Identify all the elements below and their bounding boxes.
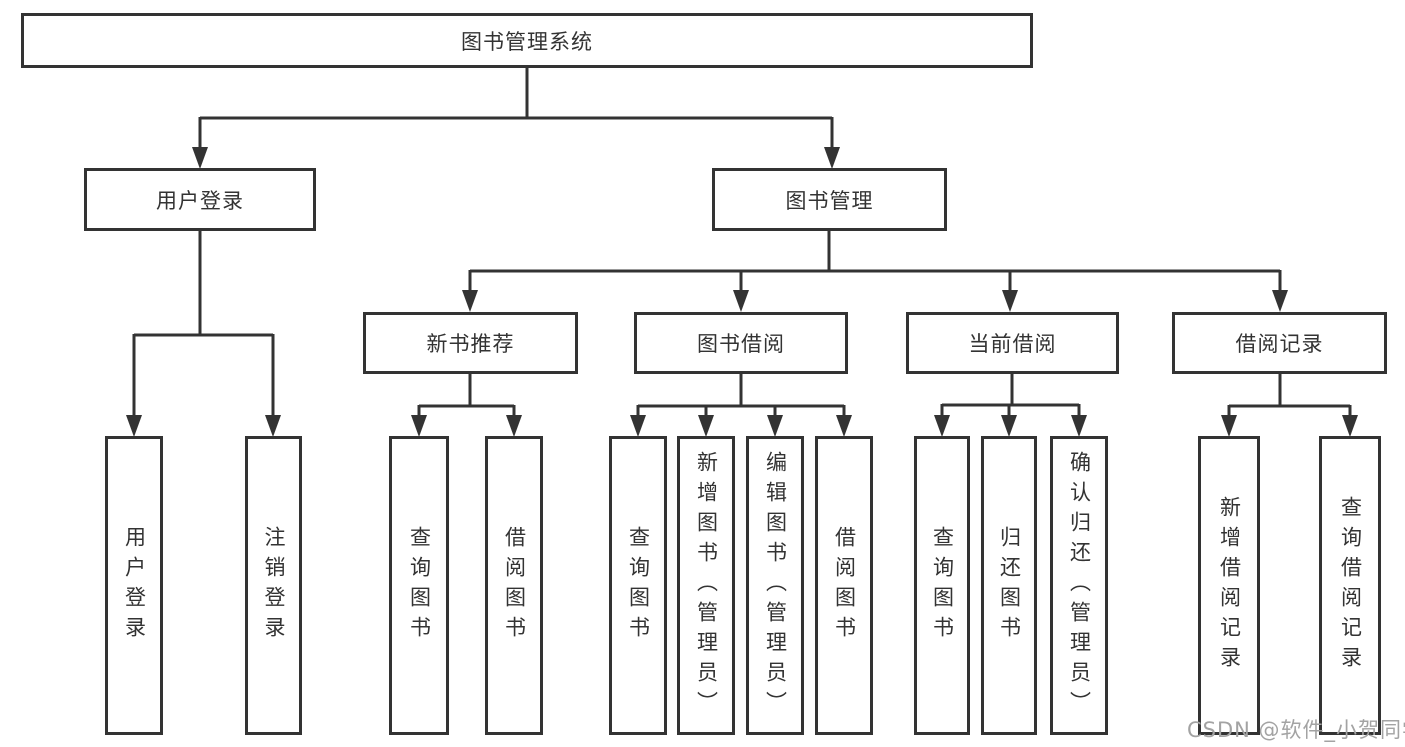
leaf-add-book-admin-label: 新增图书（管理员） xyxy=(694,450,719,721)
leaf-add-book-admin: 新增图书（管理员） xyxy=(677,436,735,735)
connector-user-login-to-leaves xyxy=(126,230,281,437)
leaf-return-book-label: 归还图书 xyxy=(997,525,1022,646)
leaf-add-borrow-record-label: 新增借阅记录 xyxy=(1217,495,1242,676)
node-book-borrow: 图书借阅 xyxy=(634,312,848,374)
node-book-borrow-label: 图书借阅 xyxy=(697,332,785,356)
node-borrow-records: 借阅记录 xyxy=(1172,312,1387,374)
leaf-return-book: 归还图书 xyxy=(981,436,1037,735)
leaf-logout: 注销登录 xyxy=(245,436,302,735)
leaf-user-login: 用户登录 xyxy=(105,436,163,735)
leaf-query-borrow-record-label: 查询借阅记录 xyxy=(1338,495,1363,676)
leaf-user-login-label: 用户登录 xyxy=(122,525,147,646)
node-root: 图书管理系统 xyxy=(21,13,1033,68)
node-new-book-recommend: 新书推荐 xyxy=(363,312,578,374)
node-user-login-label: 用户登录 xyxy=(156,188,244,213)
node-borrow-records-label: 借阅记录 xyxy=(1235,332,1324,356)
node-root-label: 图书管理系统 xyxy=(461,29,593,54)
leaf-borrow-book: 借阅图书 xyxy=(815,436,873,735)
watermark: CSDN @软件_小贺同学 xyxy=(1187,718,1405,742)
leaf-query-borrow-record: 查询借阅记录 xyxy=(1319,436,1381,735)
leaf-query-book-current-label: 查询图书 xyxy=(930,525,955,646)
leaf-borrow-book-recommend: 借阅图书 xyxy=(485,436,543,735)
node-book-management: 图书管理 xyxy=(712,168,947,231)
connector-root-to-level2 xyxy=(192,66,840,169)
leaf-confirm-return-admin-label: 确认归还（管理员） xyxy=(1067,450,1092,721)
connector-book-management-to-level3 xyxy=(462,230,1288,312)
connector-new-book-to-leaves xyxy=(411,373,522,437)
leaf-borrow-book-recommend-label: 借阅图书 xyxy=(502,525,527,646)
leaf-query-book-current: 查询图书 xyxy=(914,436,970,735)
leaf-edit-book-admin-label: 编辑图书（管理员） xyxy=(763,450,788,721)
node-current-borrow: 当前借阅 xyxy=(906,312,1119,374)
leaf-add-borrow-record: 新增借阅记录 xyxy=(1198,436,1260,735)
leaf-borrow-book-label: 借阅图书 xyxy=(832,525,857,646)
node-user-login: 用户登录 xyxy=(84,168,316,231)
connector-book-borrow-to-leaves xyxy=(630,373,852,437)
leaf-query-book-borrow: 查询图书 xyxy=(609,436,667,735)
leaf-edit-book-admin: 编辑图书（管理员） xyxy=(746,436,804,735)
leaf-query-book-borrow-label: 查询图书 xyxy=(626,525,651,646)
node-current-borrow-label: 当前借阅 xyxy=(968,332,1057,356)
node-new-book-recommend-label: 新书推荐 xyxy=(426,332,515,356)
leaf-logout-label: 注销登录 xyxy=(262,525,286,646)
connector-current-borrow-to-leaves xyxy=(934,373,1087,437)
leaf-query-book-recommend: 查询图书 xyxy=(389,436,449,735)
node-book-management-label: 图书管理 xyxy=(785,188,874,213)
leaf-confirm-return-admin: 确认归还（管理员） xyxy=(1050,436,1108,735)
connector-borrow-records-to-leaves xyxy=(1221,373,1358,437)
leaf-query-book-recommend-label: 查询图书 xyxy=(407,525,432,646)
